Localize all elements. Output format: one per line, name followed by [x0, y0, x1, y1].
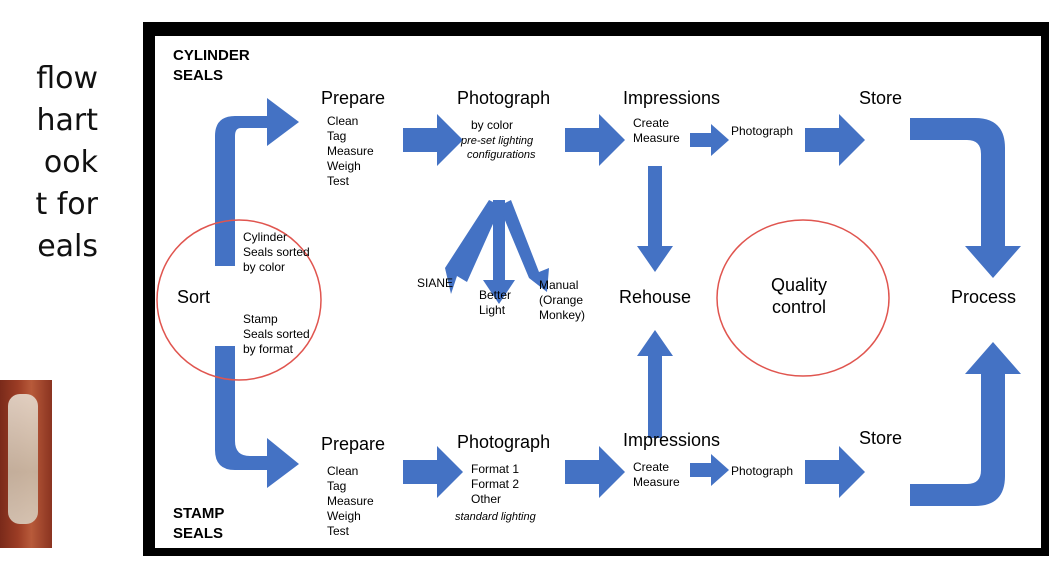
- step: Create: [633, 116, 670, 130]
- bottom-store-label: Store: [859, 428, 903, 448]
- label-line: CYLINDER: [173, 47, 250, 64]
- step: Create: [633, 460, 670, 474]
- top-store-label: Store: [859, 88, 903, 108]
- label-line: SEALS: [173, 67, 224, 84]
- label-line: STAMP: [173, 505, 225, 522]
- cylinder-sort-note: Cylinder Seals sorted by color: [243, 230, 310, 275]
- bottom-photograph-title: Photograph: [457, 432, 551, 452]
- quality-circle: [716, 219, 890, 377]
- process-label: Process: [951, 287, 1017, 307]
- fan-to-manual: [499, 200, 549, 292]
- top-arrow-small: [690, 124, 729, 156]
- seal-photo: [0, 380, 52, 548]
- label-line: (Orange: [539, 293, 584, 307]
- bottom-arrow-1: [403, 446, 463, 498]
- impressions-bottom-to-rehouse: [637, 330, 673, 438]
- bottom-impressions-photograph: Photograph: [731, 464, 794, 478]
- step: Test: [327, 524, 350, 538]
- flowchart-frame: CYLINDER SEALS STAMP SEALS Sort Cylinder…: [143, 22, 1049, 556]
- label-line: Better: [479, 288, 512, 302]
- stamp-seals-label: STAMP SEALS: [173, 504, 224, 544]
- label-line: Light: [479, 303, 506, 317]
- top-photograph-subtitle: by color: [471, 118, 514, 132]
- note-line: Seals sorted: [243, 245, 310, 259]
- top-photograph-note: pre-set lighting configurations: [461, 134, 536, 162]
- step: Clean: [327, 464, 359, 478]
- top-photograph-title: Photograph: [457, 88, 551, 108]
- label-line: Manual: [539, 278, 579, 292]
- bottom-arrow-3: [805, 446, 865, 498]
- top-impressions-title: Impressions: [623, 88, 721, 108]
- top-impressions-steps: Create Measure: [633, 116, 680, 146]
- slide-title-line: hart: [36, 103, 99, 138]
- impressions-to-rehouse: [637, 166, 673, 272]
- top-impressions-photograph: Photograph: [731, 124, 794, 138]
- label-line: control: [772, 297, 827, 317]
- quality-control-label: Quality control: [771, 274, 827, 318]
- label-line: Quality: [771, 275, 828, 295]
- flow-arrows: [156, 98, 1021, 506]
- slide-title: flow hart ook t for eals: [35, 58, 98, 268]
- slide-title-line: eals: [37, 229, 98, 264]
- step: Clean: [327, 114, 359, 128]
- step: Tag: [327, 129, 347, 143]
- note-line: by format: [243, 342, 294, 356]
- slide-title-line: ook: [43, 145, 98, 180]
- step: Measure: [633, 131, 680, 145]
- step: Test: [327, 174, 350, 188]
- flowchart-panel: CYLINDER SEALS STAMP SEALS Sort Cylinder…: [155, 36, 1041, 548]
- label-line: Monkey): [539, 308, 586, 322]
- cylinder-seals-label: CYLINDER SEALS: [173, 46, 250, 86]
- slide-title-line: t for: [35, 187, 98, 222]
- format: Other: [471, 492, 502, 506]
- sort-up-arrow: [215, 98, 299, 266]
- sort-circle: [156, 219, 322, 381]
- top-prepare-title: Prepare: [321, 88, 386, 108]
- slide-title-line: flow: [36, 61, 98, 96]
- rehouse-label: Rehouse: [619, 287, 692, 307]
- note-line: pre-set lighting: [461, 135, 534, 147]
- store-to-process-top: [910, 118, 1021, 278]
- fan-to-siane: [445, 200, 501, 294]
- top-arrow-2: [565, 114, 625, 166]
- format: Format 1: [471, 462, 520, 476]
- bottom-prepare-steps: Clean Tag Measure Weigh Test: [327, 464, 374, 539]
- label-line: SEALS: [173, 525, 224, 542]
- step: Weigh: [327, 509, 361, 523]
- top-arrow-3: [805, 114, 865, 166]
- better-light-label: Better Light: [479, 288, 511, 318]
- note-line: Cylinder: [243, 230, 288, 244]
- bottom-impressions-title: Impressions: [623, 430, 721, 450]
- step: Tag: [327, 479, 347, 493]
- note-line: Seals sorted: [243, 327, 310, 341]
- step: Measure: [327, 494, 374, 508]
- sort-label: Sort: [177, 287, 211, 307]
- step: Weigh: [327, 159, 361, 173]
- fan-to-better: [483, 200, 515, 304]
- note-line: configurations: [467, 149, 536, 161]
- bottom-prepare-title: Prepare: [321, 434, 386, 454]
- bottom-impressions-steps: Create Measure: [633, 460, 680, 490]
- siane-label: SIANE: [417, 276, 454, 290]
- bottom-arrow-2: [565, 446, 625, 498]
- top-prepare-steps: Clean Tag Measure Weigh Test: [327, 114, 374, 189]
- note-line: by color: [243, 260, 286, 274]
- note-line: Stamp: [243, 312, 278, 326]
- top-arrow-1: [403, 114, 463, 166]
- bottom-photograph-formats: Format 1 Format 2 Other: [471, 462, 519, 507]
- stamp-sort-note: Stamp Seals sorted by format: [243, 312, 310, 357]
- step: Measure: [327, 144, 374, 158]
- step: Measure: [633, 475, 680, 489]
- manual-label: Manual (Orange Monkey): [539, 278, 585, 323]
- bottom-photograph-note: standard lighting: [455, 511, 536, 523]
- format: Format 2: [471, 477, 520, 491]
- sort-down-arrow: [215, 346, 299, 488]
- store-to-process-bottom: [910, 342, 1021, 506]
- bottom-arrow-small: [690, 454, 729, 486]
